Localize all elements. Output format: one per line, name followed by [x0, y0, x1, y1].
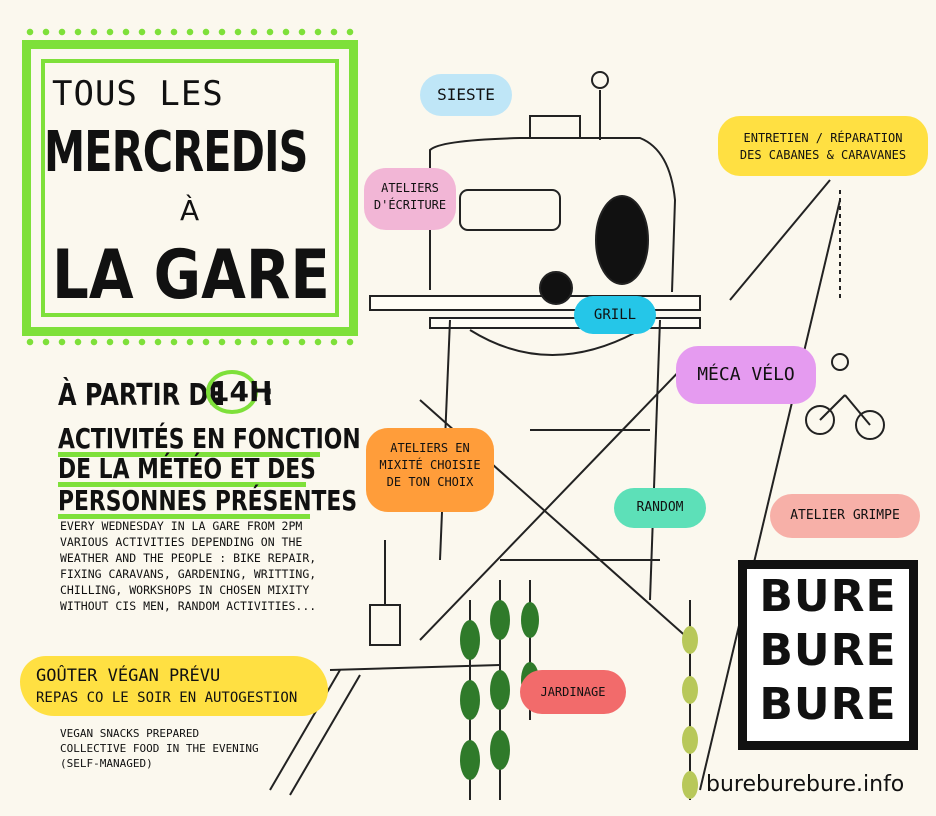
label-mixite-line-2: MIXITÉ CHOISIE	[379, 458, 481, 472]
activities-line-4: PERSONNES PRÉSENTES	[58, 484, 358, 517]
bure-logo: BURE BURE BURE	[738, 560, 918, 750]
snack-en-text: VEGAN SNACKS PREPARED COLLECTIVE FOOD IN…	[60, 726, 300, 771]
title-line-1: TOUS LES	[52, 74, 224, 114]
label-ecriture: ATELIERS D'ÉCRITURE	[364, 168, 456, 230]
snack-en-line-3: (SELF-MANAGED)	[60, 757, 153, 770]
activities-line-2: ACTIVITÉS EN FONCTION	[58, 422, 361, 455]
underline-3	[58, 514, 310, 519]
label-entretien: ENTRETIEN / RÉPARATION DES CABANES & CAR…	[718, 116, 928, 176]
label-ecriture-line-1: ATELIERS	[381, 181, 439, 195]
label-meca-velo: MÉCA VÉLO	[676, 346, 816, 404]
logo-line-1: BURE	[759, 571, 897, 622]
underline-1	[58, 452, 320, 457]
label-entretien-line-1: ENTRETIEN / RÉPARATION	[743, 131, 903, 145]
label-mixite: ATELIERS EN MIXITÉ CHOISIE DE TON CHOIX	[366, 428, 494, 512]
dotted-border-top	[22, 28, 358, 36]
snack-en-line-2: COLLECTIVE FOOD IN THE EVENING	[60, 742, 259, 755]
start-time-label: À PARTIR DE	[58, 378, 225, 413]
title-line-4: LA GARE	[52, 236, 330, 315]
title-frame	[22, 40, 358, 336]
label-ecriture-line-2: D'ÉCRITURE	[373, 198, 447, 212]
snack-fr-line-1: GOÛTER VÉGAN PRÉVU	[36, 666, 221, 686]
label-grimpe: ATELIER GRIMPE	[770, 494, 920, 538]
start-hour-circle: 14H	[206, 370, 272, 414]
label-sieste: SIESTE	[420, 74, 512, 116]
dotted-border-bottom	[22, 338, 358, 346]
snack-en-line-1: VEGAN SNACKS PREPARED	[60, 727, 200, 740]
label-random: RANDOM	[614, 488, 706, 528]
logo-line-2: BURE	[759, 625, 897, 676]
website-link[interactable]: bureburebure.info	[706, 772, 905, 797]
title-line-2: MERCREDIS	[44, 120, 308, 185]
label-jardinage: JARDINAGE	[520, 670, 626, 714]
label-entretien-line-2: DES CABANES & CARAVANES	[739, 148, 907, 162]
activities-line-3: DE LA MÉTÉO ET DES	[58, 452, 316, 485]
underline-2	[58, 482, 306, 487]
label-grill: GRILL	[574, 296, 656, 334]
snack-highlight	[20, 656, 328, 716]
logo-line-3: BURE	[759, 679, 897, 730]
label-mixite-line-1: ATELIERS EN	[390, 441, 470, 455]
title-line-3: À	[180, 194, 200, 227]
label-mixite-line-3: DE TON CHOIX	[386, 475, 474, 489]
snack-fr-line-2: REPAS CO LE SOIR EN AUTOGESTION	[36, 690, 298, 706]
start-time-colon: :	[262, 378, 274, 413]
english-description: EVERY WEDNESDAY IN LA GARE FROM 2PM VARI…	[60, 519, 317, 613]
